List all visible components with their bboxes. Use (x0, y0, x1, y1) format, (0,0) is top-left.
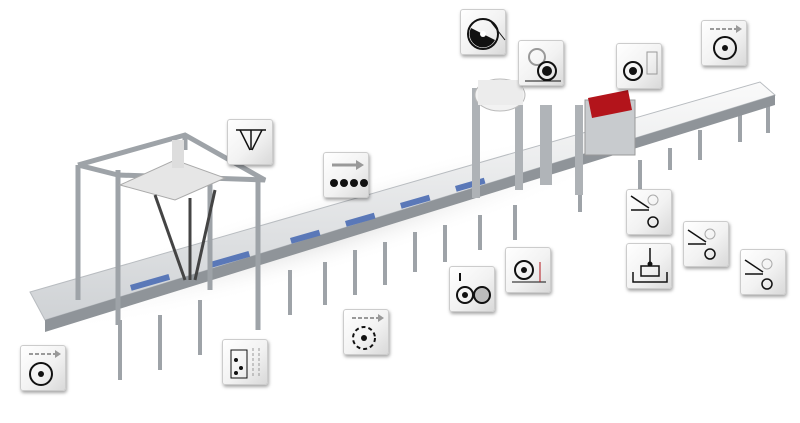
rotary-index-icon (343, 309, 389, 355)
winding-drive-icon (505, 247, 551, 293)
unwind-station (472, 78, 552, 198)
delta-robot-icon (227, 119, 273, 165)
circular-feed-icon (20, 345, 66, 391)
delta-robot (118, 140, 227, 281)
conveyor-legs (118, 105, 770, 380)
two-rolls-icon (449, 266, 495, 312)
double-roll-icon (518, 40, 564, 86)
fold-sensor-icon (683, 221, 729, 267)
rotary-feed-icon (701, 20, 747, 66)
delta-robot-frame (75, 132, 267, 330)
unwind-roll-icon (460, 9, 506, 55)
fold-station-icon (626, 189, 672, 235)
fold-sensor-icon-2 (740, 249, 786, 295)
sealing-station (575, 90, 636, 195)
weighing-station-icon (626, 243, 672, 289)
conveyor-transport-icon (323, 152, 369, 198)
roll-magazine-icon (616, 43, 662, 89)
product-sorting-icon (222, 339, 268, 385)
